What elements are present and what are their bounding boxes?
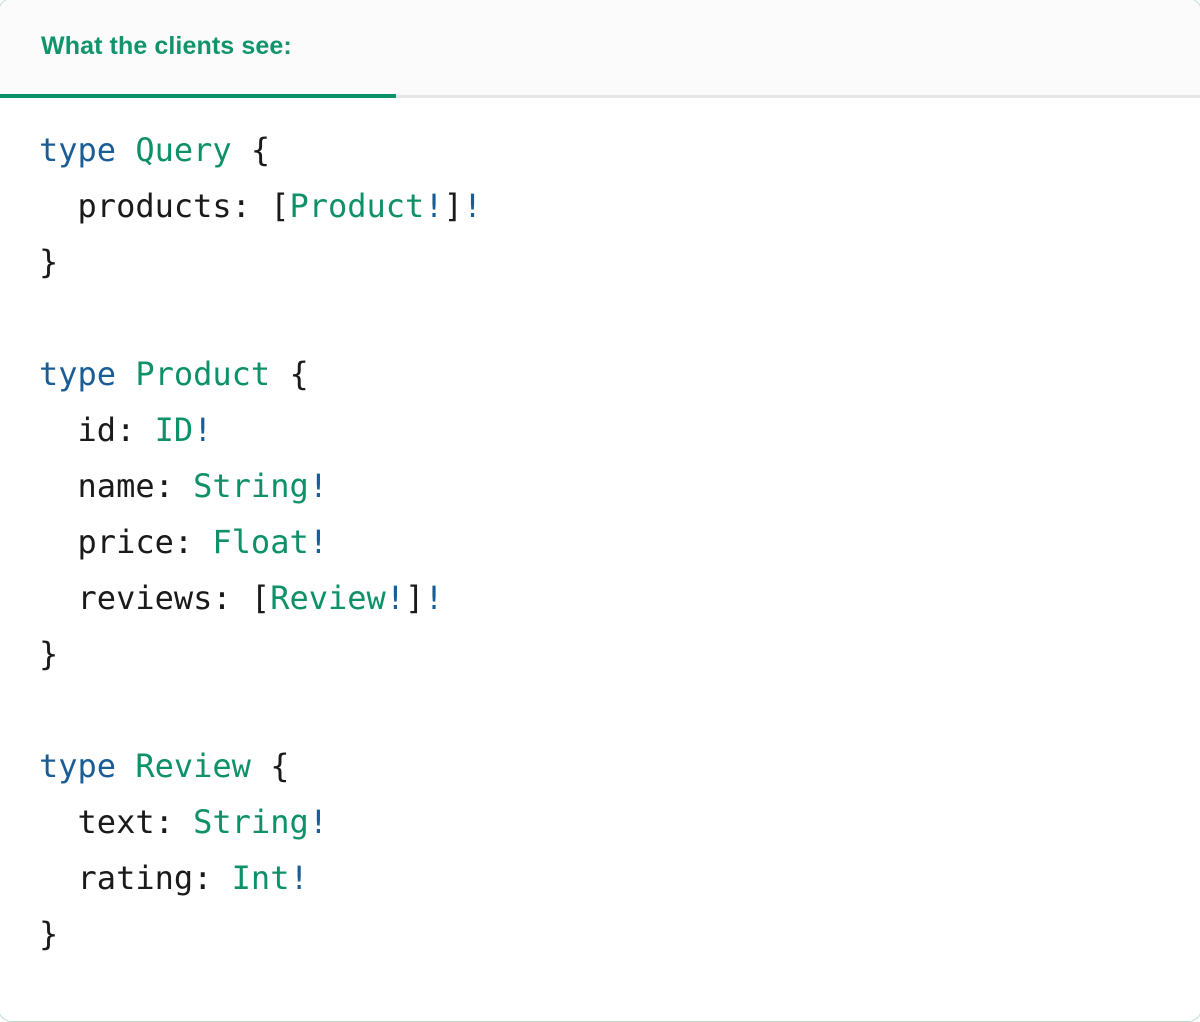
code-line: text: String! bbox=[39, 794, 1200, 850]
code-token-field: products: bbox=[39, 187, 251, 225]
tab-label: What the clients see: bbox=[41, 32, 292, 60]
code-token-bang: ! bbox=[193, 411, 213, 449]
tab-what-the-clients-see[interactable]: What the clients see: bbox=[0, 0, 396, 98]
code-token-field: price: bbox=[39, 523, 194, 561]
code-token-type: ID bbox=[154, 411, 194, 449]
code-line: } bbox=[39, 626, 1200, 682]
code-token-field: id: bbox=[39, 411, 136, 449]
code-token-punct bbox=[116, 131, 135, 169]
code-token-bang: ! bbox=[308, 523, 328, 561]
code-token-bang: ! bbox=[308, 803, 328, 841]
tab-strip: What the clients see: bbox=[0, 0, 1200, 98]
code-token-bang: ! bbox=[424, 579, 444, 617]
code-line: name: String! bbox=[39, 458, 1200, 514]
code-token-punct: ] bbox=[443, 187, 463, 225]
code-token-field: text: bbox=[39, 803, 174, 841]
code-line: rating: Int! bbox=[39, 850, 1200, 906]
code-line: type Review { bbox=[39, 738, 1200, 794]
code-token-punct bbox=[193, 523, 212, 561]
code-token-punct bbox=[212, 859, 231, 897]
code-token-type: String bbox=[193, 467, 309, 505]
code-token-bang: ! bbox=[308, 467, 328, 505]
code-token-punct bbox=[174, 803, 193, 841]
code-token-type: Review bbox=[135, 747, 251, 785]
code-token-field: rating: bbox=[39, 859, 213, 897]
code-token-punct bbox=[116, 355, 135, 393]
code-token-bang: ! bbox=[385, 579, 406, 617]
code-token-kw: type bbox=[39, 747, 117, 785]
code-line: type Product { bbox=[39, 346, 1200, 402]
code-line: price: Float! bbox=[39, 514, 1200, 570]
code-token-punct: } bbox=[39, 243, 59, 281]
code-token-field: name: bbox=[39, 467, 174, 505]
code-line: type Query { bbox=[39, 122, 1200, 178]
code-token-type: Int bbox=[231, 859, 290, 897]
code-line: id: ID! bbox=[39, 402, 1200, 458]
code-panel: type Query { products: [Product!]!}type … bbox=[0, 98, 1200, 1016]
code-line bbox=[39, 682, 1200, 738]
code-token-punct: { bbox=[231, 131, 271, 169]
code-line: } bbox=[39, 234, 1200, 290]
code-token-kw: type bbox=[39, 131, 117, 169]
code-token-type: Float bbox=[212, 523, 309, 561]
code-token-punct bbox=[174, 467, 193, 505]
code-line: products: [Product!]! bbox=[39, 178, 1200, 234]
code-token-punct: } bbox=[39, 915, 59, 953]
code-token-type: Product bbox=[135, 355, 271, 393]
code-line: reviews: [Review!]! bbox=[39, 570, 1200, 626]
graphql-schema-code[interactable]: type Query { products: [Product!]!}type … bbox=[0, 122, 1200, 962]
code-token-punct: [ bbox=[250, 187, 290, 225]
code-token-type: Product bbox=[289, 187, 425, 225]
code-token-type: Review bbox=[270, 579, 386, 617]
code-token-type: Query bbox=[135, 131, 232, 169]
code-line bbox=[39, 290, 1200, 346]
code-token-type: String bbox=[193, 803, 309, 841]
code-token-punct: { bbox=[270, 355, 309, 393]
code-token-punct: { bbox=[250, 747, 290, 785]
code-token-bang: ! bbox=[424, 187, 444, 225]
code-token-punct: } bbox=[39, 635, 59, 673]
code-token-punct bbox=[116, 747, 135, 785]
code-token-punct bbox=[135, 411, 154, 449]
code-token-bang: ! bbox=[289, 859, 309, 897]
code-token-field: reviews: bbox=[39, 579, 232, 617]
code-token-punct: ] bbox=[405, 579, 425, 617]
code-line: } bbox=[39, 906, 1200, 962]
code-token-kw: type bbox=[39, 355, 117, 393]
code-token-bang: ! bbox=[462, 187, 483, 225]
code-token-punct: [ bbox=[231, 579, 271, 617]
